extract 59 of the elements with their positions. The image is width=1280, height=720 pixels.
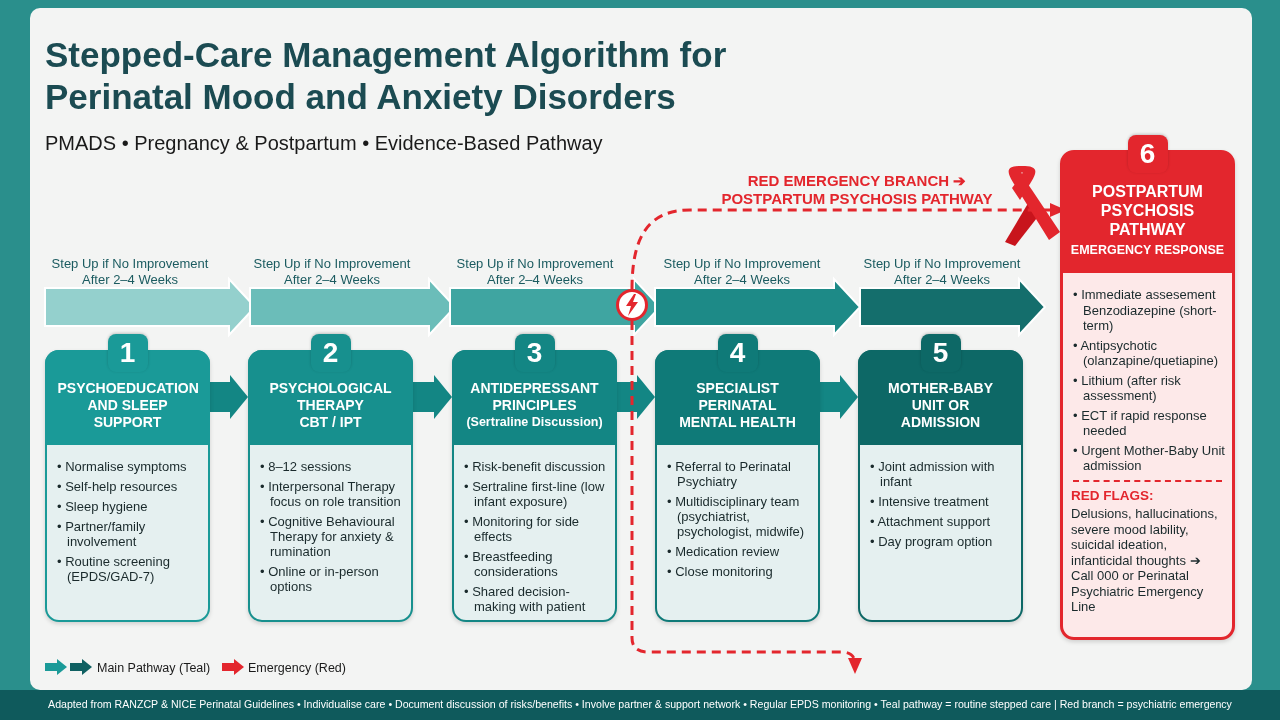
bullet-item: • Sertraline first-line (low infant exposure) — [464, 479, 606, 509]
bullet-item: • 8–12 sessions — [260, 459, 353, 474]
legend-text: Main Pathway (Teal) — [97, 660, 211, 676]
bullet-item: • Partner/family involvement — [57, 519, 147, 549]
bullet-item: • Multidisciplinary team (psychiatrist, psychologist, midwife) — [667, 494, 806, 539]
legend-text: Emergency (Red) — [248, 660, 346, 676]
step-number: 3 — [514, 334, 555, 372]
step-number: 1 — [107, 334, 148, 372]
bullet-item: • Monitoring for side effects — [464, 514, 581, 544]
card-subtitle: CBT / IPT — [299, 414, 362, 431]
bullet-item: • Online or in-person options — [260, 564, 380, 594]
warning-heading: RED FLAGS: — [1071, 488, 1155, 504]
step-label: Step Up if No Improvement After 2–4 Weeks — [50, 256, 210, 288]
bullet-item: • Cognitive Behavioural Therapy for anxiety & rumination — [260, 514, 396, 559]
card-title: PSYCHOEDUCATION AND SLEEP SUPPORT — [57, 380, 198, 431]
chevron-arrow — [615, 375, 655, 419]
bullet-item: • Joint admission with infant — [870, 459, 996, 489]
bullet-item: • Medication review — [667, 544, 781, 559]
bullet-item: • Intensive treatment — [870, 494, 990, 509]
chevron-arrow — [208, 375, 248, 419]
bullet-item: • Self-help resources — [57, 479, 179, 494]
card-title: ANTIDEPRESSANT PRINCIPLES — [469, 380, 600, 414]
bullet-item: • Risk-benefit discussion — [464, 459, 607, 474]
bullet-item: • Referral to Perinatal Psychiatry — [667, 459, 792, 489]
chevron-arrow — [411, 375, 452, 419]
bullet-item: • Urgent Mother-Baby Unit admission — [1073, 442, 1226, 474]
bullet-item: • Antipsychotic (olanzapine/quetiapine) — [1073, 337, 1220, 369]
bullet-item: • Attachment support — [870, 514, 992, 529]
bullet-item: • Sleep hygiene — [57, 499, 149, 514]
bullet-item: • ECT if rapid response needed — [1073, 407, 1208, 439]
bullet-item: • Interpersonal Therapy focus on role transition — [260, 479, 402, 509]
card-title: SPECIALIST PERINATAL MENTAL HEALTH — [678, 380, 797, 431]
step-label: Step Up if No Improvement After 2–4 Weeks — [662, 256, 822, 288]
bullet-item: • Close monitoring — [667, 564, 774, 579]
step-label: Step Up if No Improvement After 2–4 Weeks — [455, 256, 615, 288]
dashed-arrow — [630, 321, 862, 674]
bullet-item: • Breastfeeding considerations — [464, 549, 559, 579]
card-title: PSYCHOLOGICAL THERAPY — [268, 380, 393, 414]
card-subtitle: (Sertraline Discussion) — [466, 414, 603, 431]
bullet-item: • Normalise symptoms — [57, 459, 188, 474]
subtitle: PMADS • Pregnancy & Postpartum • Evidence-Based Pathway — [45, 131, 604, 156]
step-label: Step Up if No Improvement After 2–4 Weeks — [252, 256, 412, 288]
card-title: MOTHER-BABY UNIT OR ADMISSION — [887, 380, 994, 431]
title: Stepped-Care Management Algorithm for Perinatal Mood and Anxiety Disorders — [45, 34, 728, 118]
bullet-item: • Lithium (after risk assessment) — [1073, 372, 1182, 404]
step-number: 2 — [310, 334, 351, 372]
step-label: Step Up if No Improvement After 2–4 Weeks — [862, 256, 1022, 288]
step-number: 6 — [1127, 135, 1168, 173]
footer-note: Adapted from RANZCP & NICE Perinatal Guidelines • Individualise care • Document discussion of risks/benefits • Involve partner & support network • Regular EPDS monitoring • Teal pathway = routine stepped care | Red branch = psychiatric emergency — [47, 698, 1233, 712]
step-number: 5 — [920, 334, 961, 372]
bullet-item: • Day program option — [870, 534, 994, 549]
chevron-arrow — [818, 375, 858, 419]
warning-text: Delusions, hallucinations, severe mood lability, suicidal ideation, infanticidal thoughts ➔ Call 000 or Perinatal Psychiatric Emergency Line — [1071, 506, 1219, 615]
bullet-item: • Routine screening (EPDS/GAD-7) — [57, 554, 171, 584]
step-number: 4 — [717, 334, 758, 372]
card-title: POSTPARTUM PSYCHOSIS PATHWAY — [1091, 181, 1204, 239]
card-subtitle: EMERGENCY RESPONSE — [1070, 241, 1225, 259]
bullet-item: • Shared decision-making with patient — [464, 584, 587, 614]
bullet-item: • Immediate assesement Benzodiazepine (short-term) — [1073, 287, 1218, 334]
